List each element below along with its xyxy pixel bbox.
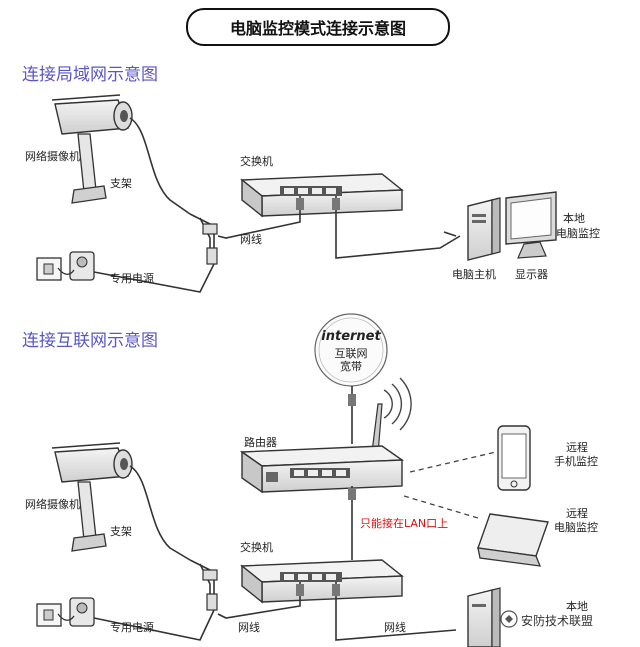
switch-icon [240,173,404,218]
label-remote-pc-2: 电脑监控 [554,521,598,534]
monitor-icon [505,191,557,259]
label-router: 路由器 [244,436,277,449]
label-bracket-2: 支架 [110,525,132,538]
label-camera-2: 网络摄像机 [25,498,80,511]
laptop-icon [477,513,549,567]
label-remote-phone-2: 手机监控 [554,455,598,468]
label-power-2: 专用电源 [110,621,154,634]
internet-globe-icon [314,313,388,387]
label-host: 电脑主机 [452,268,496,281]
internet-sub-2: 宽带 [340,360,362,373]
label-cable-2: 网线 [238,621,260,634]
computer-tower-icon [467,197,501,261]
router-icon [239,403,405,494]
label-local-monitor-1: 本地 [563,212,585,225]
label-remote-pc-1: 远程 [566,507,588,520]
label-lan-only: 只能接在LAN口上 [360,517,449,530]
power-adapter-icon [36,251,95,281]
label-power: 专用电源 [110,272,154,285]
label-camera: 网络摄像机 [25,150,80,163]
label-local-2: 本地 [566,600,588,613]
internet-logo-text: internet [321,329,381,344]
label-cable: 网线 [240,233,262,246]
phone-icon [497,425,531,491]
label-switch: 交换机 [240,155,273,168]
label-remote-phone-1: 远程 [566,441,588,454]
internet-sub-1: 互联网 [334,347,368,360]
diagram-title: 电脑监控模式连接示意图 [186,8,450,46]
camera-icon-2 [51,442,133,483]
bracket-icon-2 [71,481,107,552]
switch-icon-2 [240,559,404,604]
watermark-icon [500,610,518,628]
label-switch-2: 交换机 [240,541,273,554]
label-display: 显示器 [515,268,548,281]
watermark-text: 安防技术联盟 [521,614,594,628]
section-title-lan: 连接局域网示意图 [22,65,158,85]
label-bracket: 支架 [110,177,132,190]
label-cable-3: 网线 [384,621,406,634]
power-adapter-icon-2 [36,597,95,627]
label-local-monitor-2: 电脑监控 [556,227,600,240]
bracket-icon [71,133,107,204]
computer-tower-icon-2 [467,587,501,647]
camera-icon [51,94,133,135]
section-title-internet: 连接互联网示意图 [22,331,158,351]
